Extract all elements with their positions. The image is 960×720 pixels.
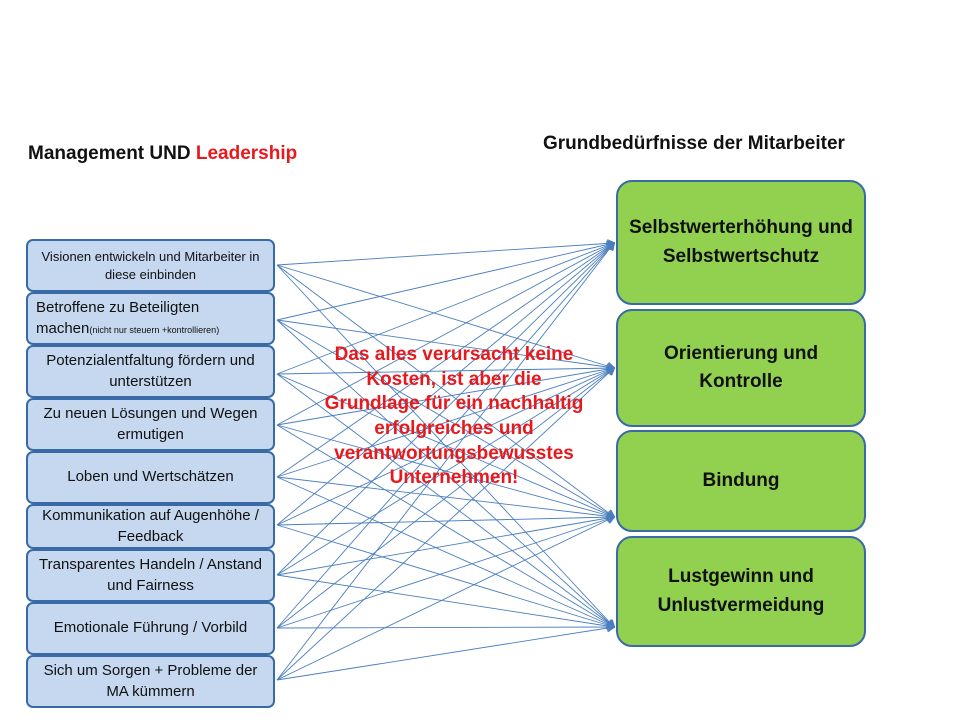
leadership-item-label: Betroffene zu Beteiligten machen(nicht n…: [36, 298, 269, 339]
need-attachment: Bindung: [616, 430, 866, 532]
connector-arrow: [276, 243, 614, 426]
connector-arrow: [276, 243, 614, 526]
connector-arrow: [276, 368, 614, 681]
leadership-item-care: Sich um Sorgen + Probleme der MA kümmern: [26, 655, 275, 708]
connector-arrow: [276, 517, 614, 681]
leadership-item-label-main: Betroffene zu Beteiligten machen: [36, 299, 200, 337]
leadership-item-label: Emotionale Führung / Vorbild: [53, 619, 248, 637]
leadership-item-emotional: Emotionale Führung / Vorbild: [26, 602, 275, 655]
leadership-item-involve: Betroffene zu Beteiligten machen(nicht n…: [26, 292, 275, 345]
leadership-item-label: Potenzialentfaltung fördern und unterstü…: [46, 352, 255, 390]
connector-arrow: [276, 368, 614, 426]
leadership-item-label: Transparentes Handeln / Anstand und Fair…: [39, 556, 262, 594]
need-label: Bindung: [702, 469, 780, 491]
leadership-item-transparency: Transparentes Handeln / Anstand und Fair…: [26, 549, 275, 602]
leadership-item-label: Kommunikation auf Augenhöhe / Feedback: [42, 507, 259, 545]
connector-arrow: [276, 524, 614, 627]
connector-arrow: [276, 476, 614, 517]
need-label: Lustgewinn und Unlustvermeidung: [657, 566, 825, 616]
connector-arrow: [276, 373, 614, 517]
leadership-item-note: (nicht nur steuern +kontrollieren): [89, 324, 220, 335]
leadership-item-label: Loben und Wertschätzen: [67, 468, 234, 486]
connector-arrow: [276, 319, 614, 517]
need-label: Selbstwerterhöhung und Selbstwertschutz: [629, 217, 853, 267]
connector-arrow: [276, 243, 614, 478]
connector-arrow: [276, 517, 614, 629]
need-self-esteem: Selbstwerterhöhung und Selbstwertschutz: [616, 180, 866, 305]
connector-arrow: [276, 243, 614, 681]
need-pleasure: Lustgewinn und Unlustvermeidung: [616, 536, 866, 647]
need-label: Orientierung und Kontrolle: [663, 342, 819, 393]
connector-arrow: [276, 264, 614, 368]
left-heading-text: Management UND: [28, 143, 196, 164]
leadership-item-communication: Kommunikation auf Augenhöhe / Feedback: [26, 504, 275, 549]
connector-arrow: [276, 243, 614, 375]
connector-arrow: [276, 243, 614, 629]
connector-arrow: [276, 368, 614, 375]
leadership-item-praise: Loben und Wertschätzen: [26, 451, 275, 504]
leadership-item-label: Zu neuen Lösungen und Wegen ermutigen: [43, 405, 258, 443]
leadership-item-potential: Potenzialentfaltung fördern und unterstü…: [26, 345, 275, 398]
leadership-item-label: Visionen entwickeln und Mitarbeiter in d…: [41, 248, 260, 282]
connector-arrow: [276, 627, 614, 628]
connector-arrow: [276, 243, 614, 321]
connector-arrow: [276, 368, 614, 526]
center-statement: Das alles verursacht keine Kosten, ist a…: [324, 344, 584, 489]
connector-arrow: [276, 319, 614, 627]
connector-arrow: [276, 243, 614, 266]
connector-arrow: [276, 627, 614, 681]
connector-arrow: [276, 243, 614, 576]
connector-arrow: [276, 517, 614, 526]
connector-arrow: [276, 373, 614, 627]
left-heading-accent: Leadership: [195, 143, 298, 164]
connector-arrow: [276, 368, 614, 478]
connector-arrow: [276, 368, 614, 629]
leadership-item-visions: Visionen entwickeln und Mitarbeiter in d…: [26, 239, 275, 292]
right-heading: Grundbedürfnisse der Mitarbeiter: [543, 133, 845, 154]
connector-arrow: [276, 574, 614, 627]
connector-arrow: [276, 476, 614, 627]
need-orientation: Orientierung und Kontrolle: [616, 309, 866, 427]
connector-arrow: [276, 319, 614, 368]
leadership-item-encourage: Zu neuen Lösungen und Wegen ermutigen: [26, 398, 275, 451]
connector-arrow: [276, 264, 614, 627]
leadership-item-label: Sich um Sorgen + Probleme der MA kümmern: [43, 662, 258, 700]
connector-arrow: [276, 368, 614, 576]
left-heading: Management UND Leadership: [28, 143, 297, 165]
connector-arrow: [276, 517, 614, 576]
